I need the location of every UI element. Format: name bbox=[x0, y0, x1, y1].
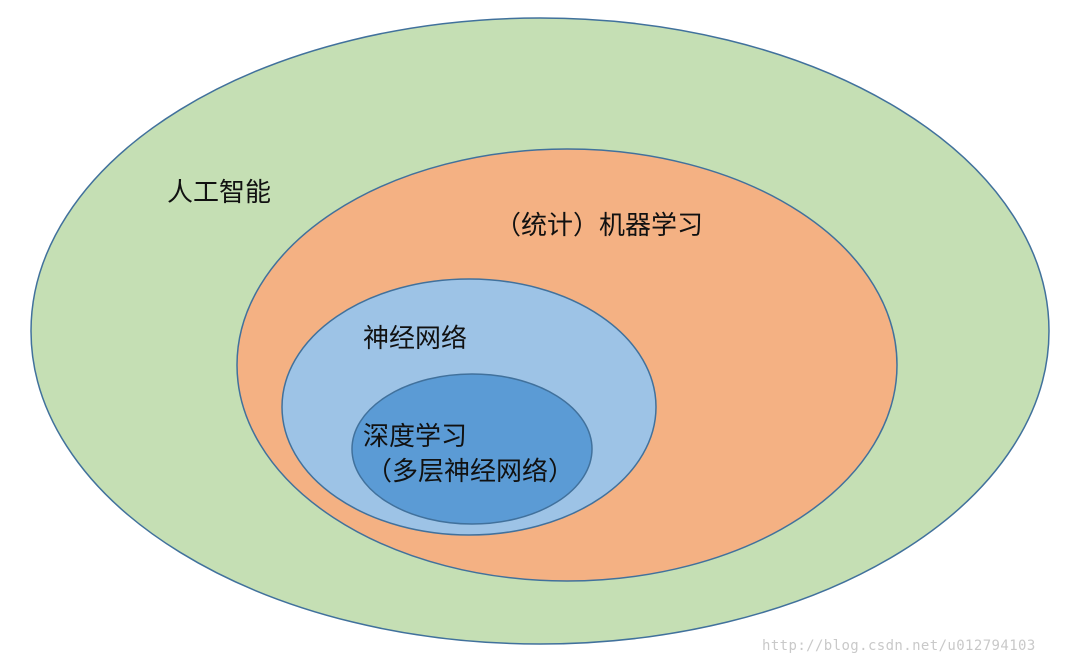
label-nn: 神经网络 bbox=[363, 324, 468, 354]
label-ai: 人工智能 bbox=[167, 178, 272, 208]
ellipse-dl bbox=[351, 373, 593, 525]
label-ml: （统计）机器学习 bbox=[495, 211, 704, 241]
label-dl: 深度学习 bbox=[363, 422, 468, 452]
watermark-url: http://blog.csdn.net/u012794103 bbox=[762, 638, 1036, 654]
label-dl-sub: （多层神经网络） bbox=[366, 457, 575, 487]
